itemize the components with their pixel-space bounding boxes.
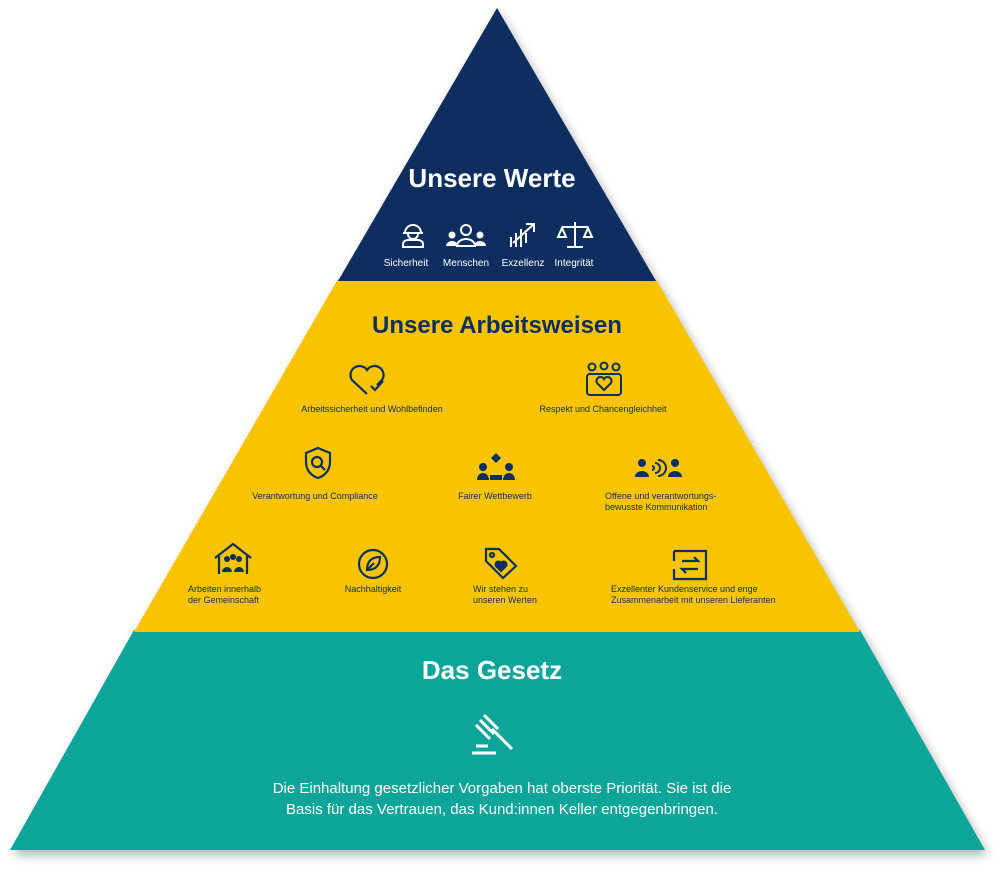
growth-arrow-icon <box>508 221 538 249</box>
shield-search-icon <box>303 446 333 480</box>
law-title: Das Gesetz <box>421 655 563 685</box>
tag-heart-icon <box>484 547 518 580</box>
way-label-verantwortung: Verantwortung und Compliance <box>252 491 378 501</box>
hardhat-person-icon <box>401 222 425 248</box>
values-title: Unsere Werte <box>408 163 576 193</box>
exchange-document-icon <box>672 549 708 581</box>
value-label-exzellenz: Exzellenz <box>501 258 545 269</box>
ways-title: Unsere Arbeitsweisen <box>372 312 622 339</box>
heart-check-icon <box>347 364 387 396</box>
value-label-sicherheit: Sicherheit <box>383 258 429 269</box>
people-heart-icon <box>585 361 623 397</box>
leaf-circle-icon <box>357 548 389 580</box>
competition-icon <box>477 451 515 481</box>
people-group-icon <box>446 224 486 248</box>
communication-icon <box>634 457 684 479</box>
value-label-menschen: Menschen <box>442 258 490 269</box>
way-label-werte: Wir stehen zu unseren Werten <box>473 584 537 606</box>
way-label-respekt: Respekt und Chancengleichheit <box>539 404 667 414</box>
way-label-kommunikation: Offene und verantwortungs- bewusste Komm… <box>605 491 717 513</box>
way-label-kundenservice: Exzellenter Kundenservice und enge Zusam… <box>611 584 776 606</box>
law-text: Die Einhaltung gesetzlicher Vorgaben hat… <box>272 780 732 818</box>
way-label-arbeitssicherheit: Arbeitssicherheit und Wohlbefinden <box>301 404 443 414</box>
value-label-integritaet: Integrität <box>554 258 594 269</box>
way-label-gemeinschaft: Arbeiten innerhalb der Gemeinschaft <box>188 584 262 606</box>
law-layer <box>10 630 985 850</box>
way-label-wettbewerb: Fairer Wettbewerb <box>458 491 532 501</box>
house-people-icon <box>213 542 253 576</box>
gavel-icon <box>470 711 520 757</box>
way-label-nachhaltigkeit: Nachhaltigkeit <box>344 584 402 594</box>
scales-icon <box>556 220 594 250</box>
values-layer <box>338 8 656 281</box>
